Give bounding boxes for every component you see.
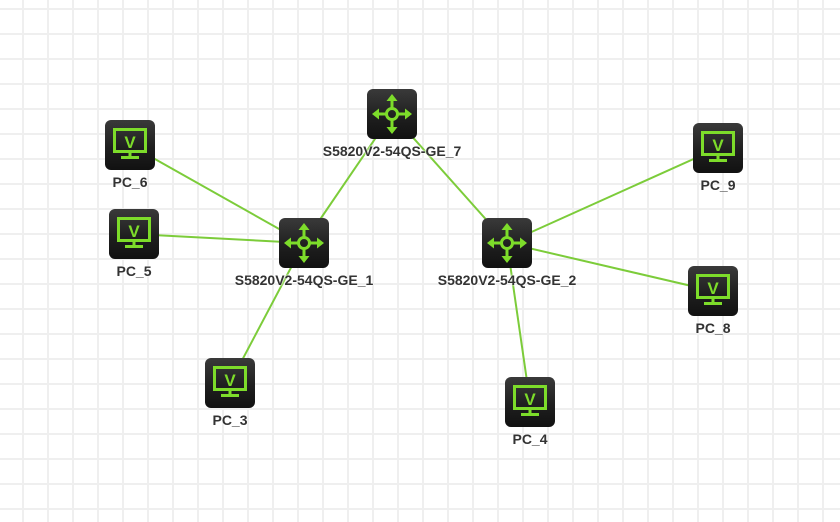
link-ge_2-pc_8[interactable] [506,242,714,292]
node-label: S5820V2-54QS-GE_2 [437,272,577,288]
node-label: S5820V2-54QS-GE_1 [234,272,374,288]
switch-node-ge-7[interactable]: S5820V2-54QS-GE_7 [323,89,461,159]
node-label: PC_9 [700,177,736,193]
link-ge_2-pc_9[interactable] [506,147,719,244]
pc-node-pc-4[interactable]: V PC_4 [505,377,555,447]
switch-arrows-icon [482,218,532,268]
svg-text:V: V [124,133,136,152]
pc-node-pc-9[interactable]: V PC_9 [693,123,743,193]
pc-node-pc-6[interactable]: V PC_6 [105,120,155,190]
svg-text:V: V [524,390,536,409]
switch-node-ge-1[interactable]: S5820V2-54QS-GE_1 [235,218,373,288]
svg-text:V: V [128,222,140,241]
pc-node-pc-3[interactable]: V PC_3 [205,358,255,428]
vpc-monitor-icon: V [205,358,255,408]
link-ge_1-pc_6[interactable] [129,144,305,244]
node-label: PC_3 [212,412,248,428]
vpc-monitor-icon: V [693,123,743,173]
svg-text:V: V [707,279,719,298]
vpc-monitor-icon: V [109,209,159,259]
link-ge_2-pc_4[interactable] [506,242,531,403]
pc-node-pc-8[interactable]: V PC_8 [688,266,738,336]
switch-arrows-icon [367,89,417,139]
switch-node-ge-2[interactable]: S5820V2-54QS-GE_2 [438,218,576,288]
node-label: PC_6 [112,174,148,190]
svg-text:V: V [712,136,724,155]
svg-text:V: V [224,371,236,390]
link-ge_1-pc_5[interactable] [133,233,305,244]
node-label: PC_8 [695,320,731,336]
node-label: PC_4 [512,431,548,447]
pc-node-pc-5[interactable]: V PC_5 [109,209,159,279]
node-label: PC_5 [116,263,152,279]
vpc-monitor-icon: V [105,120,155,170]
vpc-monitor-icon: V [688,266,738,316]
node-label: S5820V2-54QS-GE_7 [322,143,462,159]
switch-arrows-icon [279,218,329,268]
vpc-monitor-icon: V [505,377,555,427]
